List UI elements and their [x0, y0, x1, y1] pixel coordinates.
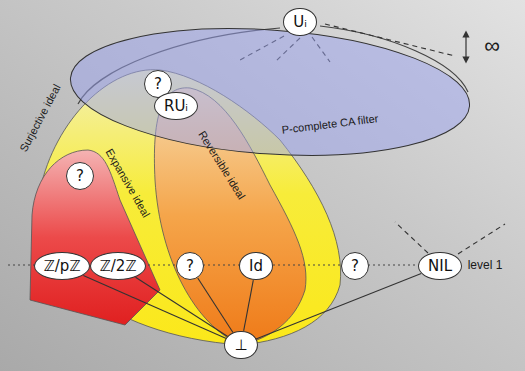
node-label: Id — [249, 258, 263, 275]
expansive-region — [30, 150, 160, 325]
node-label: ? — [76, 168, 84, 185]
connector-line — [83, 275, 226, 338]
connector-line — [256, 273, 421, 339]
connector-line — [135, 277, 227, 336]
node-label: ℤ/2ℤ — [100, 258, 137, 275]
connector-line — [198, 278, 233, 333]
node-label: ? — [351, 258, 359, 275]
filter-ellipse — [66, 16, 474, 168]
node-label: RUᵢ — [164, 98, 188, 115]
height-arrow — [465, 34, 466, 60]
node-label: NIL — [428, 258, 452, 275]
node-ellipse: Id — [239, 252, 273, 281]
node-ellipse: ⊥ — [224, 331, 257, 360]
node-label: Uᵢ — [293, 14, 307, 31]
annotation-label: ∞ — [484, 34, 500, 58]
node-ellipse: NIL — [418, 252, 462, 281]
node-label: ℤ/pℤ — [44, 258, 81, 275]
connector-line — [244, 280, 254, 331]
node-label: ? — [154, 76, 162, 93]
annotation-label: level 1 — [468, 259, 503, 272]
node-label: ? — [186, 258, 194, 275]
node-ellipse: RUᵢ — [154, 92, 198, 121]
node-label: ⊥ — [234, 337, 247, 354]
node-ellipse: Uᵢ — [283, 8, 317, 37]
